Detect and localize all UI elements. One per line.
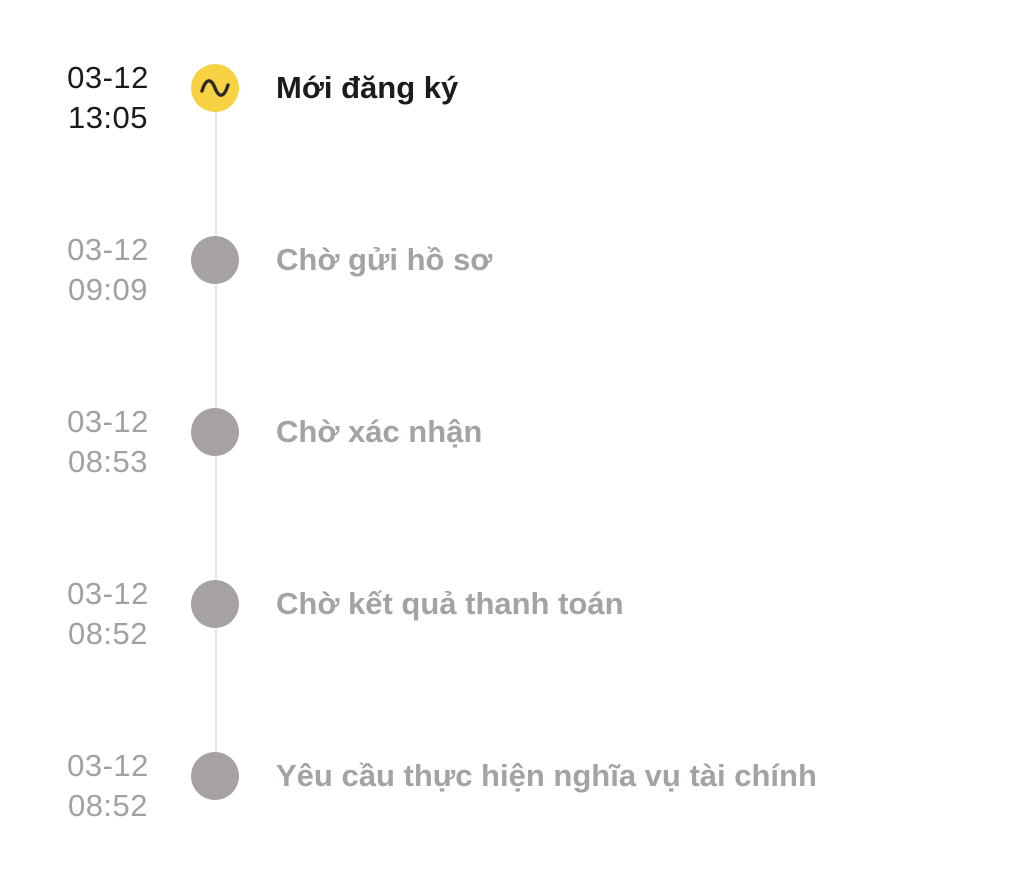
- timeline-item-awaiting-documents: 03-12 09:09 Chờ gửi hồ sơ: [0, 230, 1024, 330]
- timeline-time: 08:53: [67, 444, 149, 479]
- wave-icon: [200, 79, 230, 97]
- timeline-date: 03-12: [67, 60, 149, 95]
- timeline-time: 08:52: [67, 788, 149, 823]
- timeline-timestamp: 03-12 08:53: [58, 402, 158, 482]
- timeline-date: 03-12: [67, 232, 149, 267]
- timeline-status-dot: [191, 236, 239, 284]
- timeline-time: 09:09: [67, 272, 149, 307]
- timeline-status-dot: [191, 408, 239, 456]
- timeline-item-awaiting-confirmation: 03-12 08:53 Chờ xác nhận: [0, 402, 1024, 502]
- timeline-timestamp: 03-12 09:09: [58, 230, 158, 310]
- timeline-date: 03-12: [67, 404, 149, 439]
- timeline-status-dot: [191, 64, 239, 112]
- timeline-timestamp: 03-12 08:52: [58, 574, 158, 654]
- timeline-label: Chờ gửi hồ sơ: [276, 242, 493, 277]
- timeline-label: Mới đăng ký: [276, 70, 459, 105]
- timeline-date: 03-12: [67, 748, 149, 783]
- timeline-time: 13:05: [67, 100, 149, 135]
- timeline-time: 08:52: [67, 616, 149, 651]
- timeline-item-registered: 03-12 13:05 Mới đăng ký: [0, 58, 1024, 158]
- timeline-item-awaiting-payment-result: 03-12 08:52 Chờ kết quả thanh toán: [0, 574, 1024, 674]
- timeline-label: Chờ xác nhận: [276, 414, 483, 449]
- timeline-status-dot: [191, 752, 239, 800]
- timeline-status-dot: [191, 580, 239, 628]
- timeline-timestamp: 03-12 08:52: [58, 746, 158, 826]
- timeline-date: 03-12: [67, 576, 149, 611]
- timeline-timestamp: 03-12 13:05: [58, 58, 158, 138]
- timeline-label: Chờ kết quả thanh toán: [276, 586, 624, 621]
- timeline-item-financial-obligation: 03-12 08:52 Yêu cầu thực hiện nghĩa vụ t…: [0, 746, 1024, 846]
- timeline-label: Yêu cầu thực hiện nghĩa vụ tài chính: [276, 758, 817, 793]
